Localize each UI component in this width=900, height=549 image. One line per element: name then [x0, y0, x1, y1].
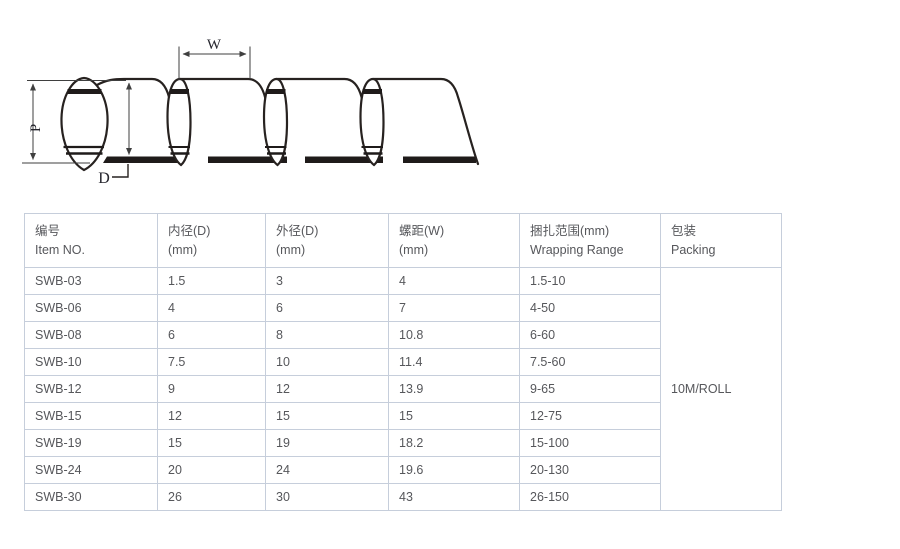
pitch-cell: 43 [388, 483, 520, 511]
wrapping-range-cell: 15-100 [519, 429, 661, 457]
pitch-cell: 18.2 [388, 429, 520, 457]
item-no-cell: SWB-24 [24, 456, 158, 484]
dimension-p [22, 80, 126, 164]
outer-diameter-cell: 3 [265, 267, 389, 295]
dimension-d-label: D [98, 170, 110, 187]
header-inner-diameter-unit: (mm) [168, 243, 198, 257]
wrapping-range-cell: 12-75 [519, 402, 661, 430]
wrapping-range-cell: 6-60 [519, 321, 661, 349]
spec-table: 编号 Item NO. 内径(D) (mm) 外径(D) (mm) 螺距(W) … [24, 213, 782, 511]
item-no-cell: SWB-06 [24, 294, 158, 322]
outer-diameter-cell: 10 [265, 348, 389, 376]
spiral-coil-band-bars [168, 89, 383, 155]
item-no-cell: SWB-08 [24, 321, 158, 349]
outer-diameter-cell: 30 [265, 483, 389, 511]
wrapping-range-cell: 26-150 [519, 483, 661, 511]
outer-diameter-cell: 6 [265, 294, 389, 322]
header-item-no: 编号 Item NO. [24, 213, 158, 268]
table-row: SWB-24 20 24 19.6 20-130 [24, 456, 782, 484]
table-row: SWB-12 9 12 13.9 9-65 [24, 375, 782, 403]
header-wrapping-range-zh: 捆扎范围(mm) [530, 224, 610, 239]
wrapping-range-cell: 7.5-60 [519, 348, 661, 376]
table-row: SWB-08 6 8 10.8 6-60 [24, 321, 782, 349]
header-outer-diameter-zh: 外径(D) [276, 224, 319, 239]
header-item-no-en: Item NO. [35, 243, 86, 257]
item-no-cell: SWB-03 [24, 267, 158, 295]
inner-diameter-cell: 1.5 [157, 267, 266, 295]
inner-diameter-cell: 9 [157, 375, 266, 403]
outer-diameter-cell: 24 [265, 456, 389, 484]
pitch-cell: 4 [388, 267, 520, 295]
table-row: SWB-15 12 15 15 12-75 [24, 402, 782, 430]
spiral-end-coil [60, 76, 109, 172]
outer-diameter-cell: 15 [265, 402, 389, 430]
inner-diameter-cell: 6 [157, 321, 266, 349]
table-row: SWB-03 1.5 3 4 1.5-10 10M/ROLL [24, 267, 782, 511]
pitch-cell: 19.6 [388, 456, 520, 484]
inner-diameter-cell: 4 [157, 294, 266, 322]
header-packing-zh: 包装 [671, 224, 697, 239]
dimension-p-label-text: P [28, 124, 44, 132]
header-pitch-unit: (mm) [399, 243, 429, 257]
outer-diameter-cell: 8 [265, 321, 389, 349]
header-item-no-zh: 编号 [35, 224, 61, 239]
table-row: SWB-06 4 6 7 4-50 [24, 294, 782, 322]
header-pitch-zh: 螺距(W) [399, 224, 445, 239]
header-inner-diameter-zh: 内径(D) [168, 224, 211, 239]
header-packing: 包装 Packing [660, 213, 782, 268]
spiral-coil-bands [166, 77, 385, 167]
table-row: SWB-10 7.5 10 11.4 7.5-60 [24, 348, 782, 376]
pitch-cell: 15 [388, 402, 520, 430]
item-no-cell: SWB-30 [24, 483, 158, 511]
item-no-cell: SWB-12 [24, 375, 158, 403]
inner-diameter-cell: 26 [157, 483, 266, 511]
dimension-w [178, 46, 251, 80]
dimension-d-leader [112, 164, 129, 178]
inner-diameter-cell: 20 [157, 456, 266, 484]
wrapping-range-cell: 1.5-10 [519, 267, 661, 295]
header-pitch: 螺距(W) (mm) [388, 213, 520, 268]
item-no-cell: SWB-15 [24, 402, 158, 430]
header-wrapping-range-en: Wrapping Range [530, 243, 624, 257]
wrapping-range-cell: 4-50 [519, 294, 661, 322]
header-wrapping-range: 捆扎范围(mm) Wrapping Range [519, 213, 661, 268]
inner-diameter-cell: 15 [157, 429, 266, 457]
pitch-cell: 10.8 [388, 321, 520, 349]
item-no-cell: SWB-19 [24, 429, 158, 457]
wrapping-range-cell: 20-130 [519, 456, 661, 484]
outer-diameter-cell: 19 [265, 429, 389, 457]
dimension-w-label: W [207, 37, 222, 53]
outer-diameter-cell: 12 [265, 375, 389, 403]
pitch-cell: 13.9 [388, 375, 520, 403]
pitch-cell: 11.4 [388, 348, 520, 376]
table-header-row: 编号 Item NO. 内径(D) (mm) 外径(D) (mm) 螺距(W) … [24, 213, 782, 268]
inner-diameter-cell: 7.5 [157, 348, 266, 376]
table-row: SWB-19 15 19 18.2 15-100 [24, 429, 782, 457]
wrapping-range-cell: 9-65 [519, 375, 661, 403]
packing-cell: 10M/ROLL [660, 267, 782, 511]
inner-diameter-cell: 12 [157, 402, 266, 430]
spiral-bottom-strips [103, 156, 476, 163]
header-inner-diameter: 内径(D) (mm) [157, 213, 266, 268]
spiral-wrap-diagram: W P D [22, 37, 480, 187]
header-packing-en: Packing [671, 243, 716, 257]
table-row: SWB-30 26 30 43 26-150 [24, 483, 782, 511]
header-outer-diameter: 外径(D) (mm) [265, 213, 389, 268]
item-no-cell: SWB-10 [24, 348, 158, 376]
header-outer-diameter-unit: (mm) [276, 243, 306, 257]
pitch-cell: 7 [388, 294, 520, 322]
